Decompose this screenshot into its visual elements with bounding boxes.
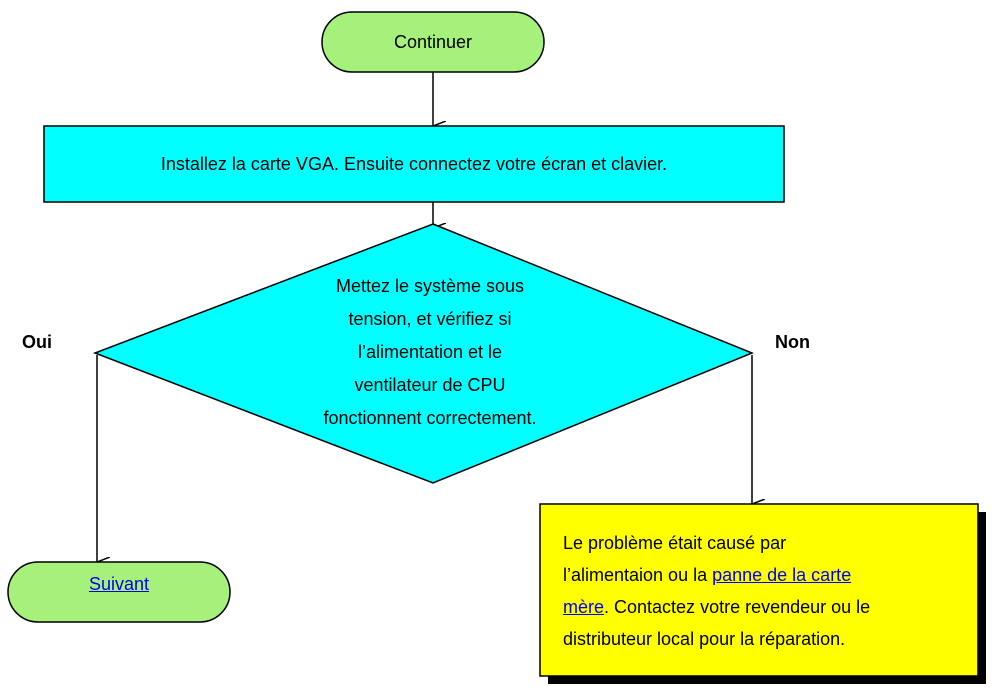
problem-line: distributeur local pour la réparation. <box>563 629 846 649</box>
decision-line: tension, et vérifiez si <box>348 309 512 329</box>
decision-line: fonctionnent correctement. <box>323 408 537 428</box>
branch-yes-label: Oui <box>22 332 52 352</box>
decision-line: ventilateur de CPU <box>354 375 506 395</box>
motherboard-failure-link-continued[interactable]: mère <box>563 597 605 617</box>
next-link[interactable]: Suivant <box>88 574 150 594</box>
install-step-label: Installez la carte VGA. Ensuite connecte… <box>160 154 668 174</box>
problem-line: Le problème était causé par <box>563 533 787 553</box>
decision-diamond <box>92 223 754 484</box>
motherboard-failure-link[interactable]: panne de la carte <box>712 565 852 585</box>
next-label: Suivant <box>8 570 230 598</box>
decision-line: l’alimentation et le <box>357 342 503 362</box>
install-process-box <box>43 125 785 203</box>
decision-line: Mettez le système sous <box>335 276 525 296</box>
problem-text: Le problème était causé par l’alimentaio… <box>563 527 963 655</box>
branch-no-label: Non <box>775 332 810 352</box>
problem-line-prefix: l’alimentaion ou la <box>563 565 713 585</box>
start-label: Continuer <box>393 32 473 52</box>
decision-label: Mettez le système sous tension, et vérif… <box>270 270 590 435</box>
next-terminal <box>7 561 231 623</box>
problem-note-box <box>539 503 979 677</box>
problem-line: l’alimentaion ou la panne de la carte <box>563 559 963 591</box>
problem-line: mère. Contactez votre revendeur ou le <box>563 591 963 623</box>
problem-line-suffix: . Contactez votre revendeur ou le <box>604 597 871 617</box>
